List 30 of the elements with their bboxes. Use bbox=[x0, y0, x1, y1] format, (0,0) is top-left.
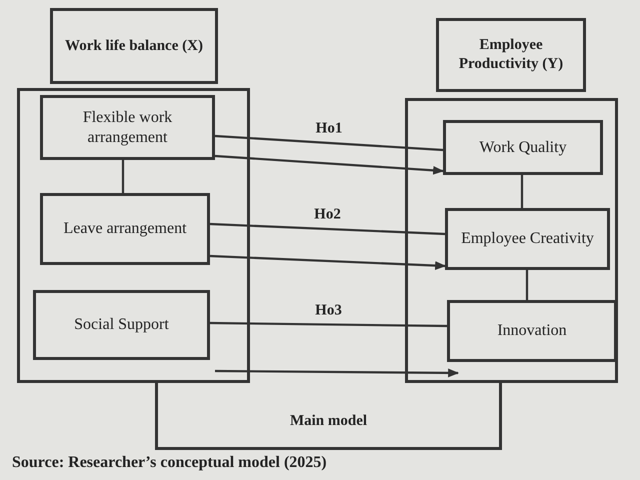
connector-line bbox=[122, 160, 124, 193]
node-label: Flexible work arrangement bbox=[82, 108, 174, 148]
process-box bbox=[436, 18, 586, 92]
node-label: Work Quality bbox=[478, 138, 568, 158]
connector-line bbox=[526, 270, 528, 300]
process-box bbox=[40, 95, 215, 160]
container-box bbox=[17, 88, 250, 383]
node-label: Employee Creativity bbox=[460, 229, 595, 249]
node-label: Main model bbox=[288, 412, 368, 431]
process-box bbox=[33, 290, 210, 360]
node-label: Innovation bbox=[496, 321, 568, 341]
connector-line bbox=[210, 222, 446, 236]
process-box bbox=[447, 300, 617, 362]
process-box bbox=[443, 120, 603, 175]
connector-line bbox=[214, 134, 444, 152]
bracket-box bbox=[155, 383, 502, 450]
arrow bbox=[214, 154, 444, 175]
node-label: Work life balance (X) bbox=[64, 36, 204, 56]
node-label: Social Support bbox=[73, 315, 170, 335]
process-box bbox=[40, 193, 210, 265]
container-box bbox=[405, 98, 618, 383]
connector-line bbox=[210, 322, 448, 328]
node-label: Employee Productivity (Y) bbox=[458, 36, 564, 74]
process-box bbox=[50, 8, 218, 84]
caption: Source: Researcher’s conceptual model (2025) bbox=[12, 454, 327, 472]
node-label: Leave arrangement bbox=[62, 219, 188, 239]
process-box bbox=[445, 208, 610, 270]
arrow bbox=[210, 254, 446, 270]
arrow bbox=[215, 368, 460, 378]
connector-line bbox=[520, 175, 524, 208]
